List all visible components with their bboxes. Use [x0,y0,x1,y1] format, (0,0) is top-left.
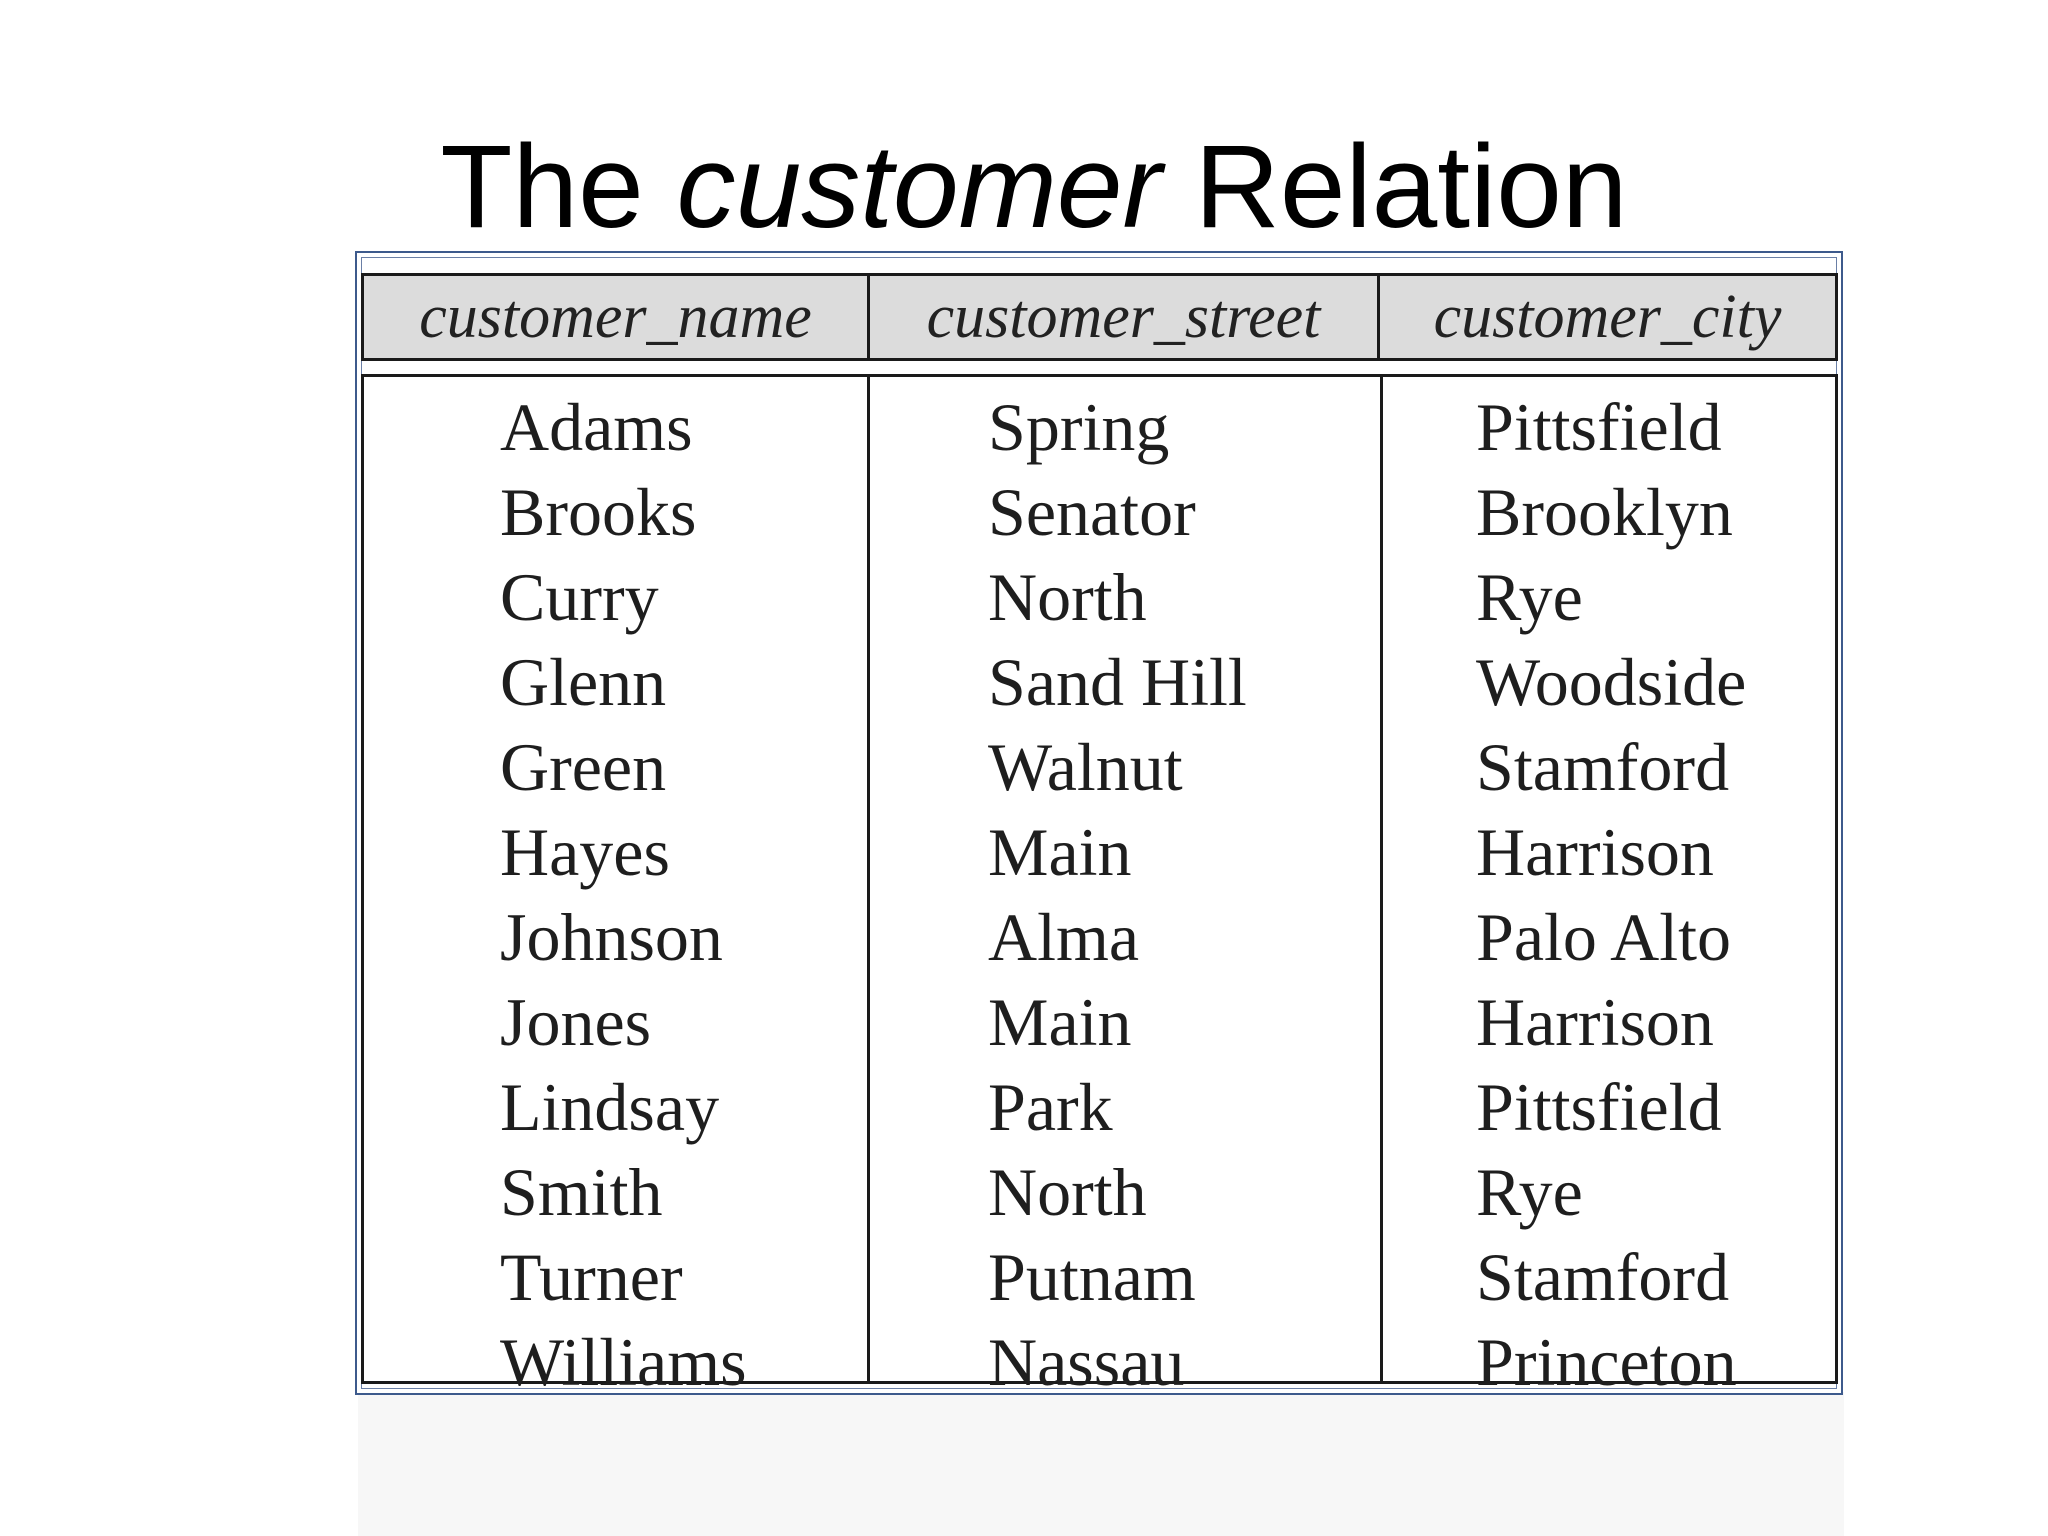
cell-customer-city: Harrison [1476,984,1714,1060]
cell-customer-name: Adams [500,389,693,465]
table-row: Williams Nassau Princeton [364,1320,1835,1405]
cell-customer-name: Smith [500,1154,663,1230]
title-italic-word: customer [676,121,1162,253]
cell-customer-name: Jones [500,984,652,1060]
background-shade [358,1392,1844,1536]
title-suffix: Relation [1194,121,1628,253]
cell-customer-city: Pittsfield [1476,389,1722,465]
column-header-customer-street: customer_street [870,276,1380,358]
cell-customer-name: Glenn [500,644,667,720]
table-row: Smith North Rye [364,1150,1835,1235]
table-row: Green Walnut Stamford [364,725,1835,810]
slide-title: The customer Relation [0,128,2048,246]
cell-customer-street: Main [988,814,1132,890]
table-row: Brooks Senator Brooklyn [364,470,1835,555]
cell-customer-city: Princeton [1476,1324,1737,1400]
cell-customer-name: Lindsay [500,1069,720,1145]
cell-customer-street: North [988,559,1147,635]
table-row: Adams Spring Pittsfield [364,385,1835,470]
table-row: Johnson Alma Palo Alto [364,895,1835,980]
table-row: Glenn Sand Hill Woodside [364,640,1835,725]
cell-customer-street: Sand Hill [988,644,1247,720]
cell-customer-street: Main [988,984,1132,1060]
cell-customer-name: Turner [500,1239,683,1315]
column-header-customer-name: customer_name [364,276,870,358]
title-prefix: The [440,121,644,253]
cell-customer-street: Senator [988,474,1196,550]
cell-customer-name: Williams [500,1324,747,1400]
table-row: Jones Main Harrison [364,980,1835,1065]
cell-customer-name: Brooks [500,474,697,550]
table-row: Turner Putnam Stamford [364,1235,1835,1320]
cell-customer-name: Green [500,729,667,805]
cell-customer-city: Pittsfield [1476,1069,1722,1145]
cell-customer-city: Brooklyn [1476,474,1733,550]
cell-customer-city: Stamford [1476,1239,1730,1315]
cell-customer-city: Rye [1476,1154,1583,1230]
table-row: Hayes Main Harrison [364,810,1835,895]
table-header: customer_name customer_street customer_c… [361,273,1838,361]
cell-customer-street: Park [988,1069,1113,1145]
column-divider [1380,377,1383,1381]
table-row: Curry North Rye [364,555,1835,640]
cell-customer-street: Alma [988,899,1140,975]
column-header-customer-city: customer_city [1433,282,1782,351]
cell-customer-street: Nassau [988,1324,1185,1400]
cell-customer-street: North [988,1154,1147,1230]
cell-customer-city: Palo Alto [1476,899,1732,975]
cell-customer-name: Curry [500,559,659,635]
table-row: Lindsay Park Pittsfield [364,1065,1835,1150]
cell-customer-city: Woodside [1476,644,1747,720]
cell-customer-street: Spring [988,389,1170,465]
cell-customer-street: Putnam [988,1239,1196,1315]
cell-customer-city: Rye [1476,559,1583,635]
column-divider [867,377,870,1381]
cell-customer-street: Walnut [988,729,1183,805]
cell-customer-city: Stamford [1476,729,1730,805]
cell-customer-name: Johnson [500,899,723,975]
cell-customer-city: Harrison [1476,814,1714,890]
cell-customer-name: Hayes [500,814,670,890]
